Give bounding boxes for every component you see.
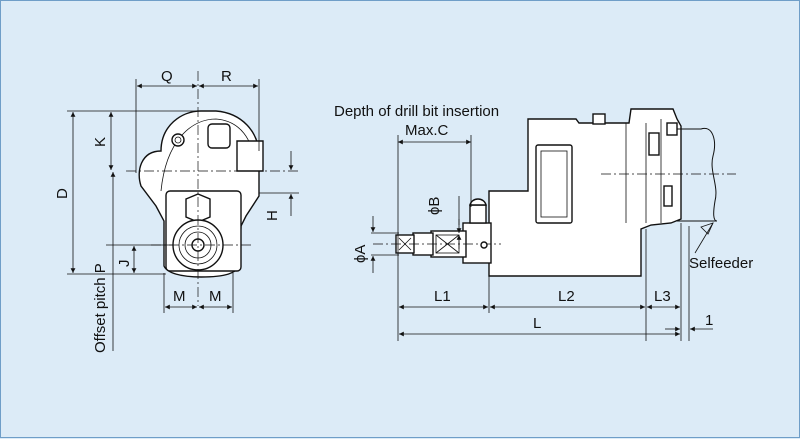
front-view: Q R D K Offset pitch P J H M M xyxy=(54,68,301,353)
dim-offset-pitch-label: Offset pitch P xyxy=(92,263,109,353)
selfeeder-label: Selfeeder xyxy=(689,255,753,272)
dim-1-label: 1 xyxy=(705,312,713,329)
side-clamp xyxy=(236,140,264,172)
dim-d-label: D xyxy=(54,188,71,199)
dim-l-label: L xyxy=(533,315,541,332)
dim-phi-b-label: ϕB xyxy=(426,197,443,215)
dim-r-label: R xyxy=(221,68,232,85)
dim-m-right-label: M xyxy=(209,288,222,305)
dim-k-label: K xyxy=(92,137,109,147)
top-knob xyxy=(592,113,606,125)
dim-h-label: H xyxy=(264,210,281,221)
dim-l2-label: L2 xyxy=(558,288,575,305)
dim-l1-label: L1 xyxy=(434,288,451,305)
hex-boss xyxy=(207,123,231,149)
dim-j-label: J xyxy=(116,260,133,268)
top-fitting xyxy=(469,204,487,224)
bolt-hole xyxy=(171,133,185,147)
dim-l3-label: L3 xyxy=(654,288,671,305)
motor-clip xyxy=(666,122,678,136)
max-c-label: Max.C xyxy=(405,122,449,139)
dim-m-left-label: M xyxy=(173,288,186,305)
nameplate xyxy=(535,144,573,224)
dim-phi-a-label: ϕA xyxy=(352,245,369,263)
depth-label: Depth of drill bit insertion xyxy=(334,103,499,120)
dim-q-label: Q xyxy=(161,68,173,85)
side-view: Depth of drill bit insertion Max.C ϕB ϕA… xyxy=(334,103,753,341)
motor-tab-top xyxy=(648,132,660,156)
motor-tab-bottom xyxy=(663,185,673,207)
selfeeder-outline xyxy=(677,127,718,222)
